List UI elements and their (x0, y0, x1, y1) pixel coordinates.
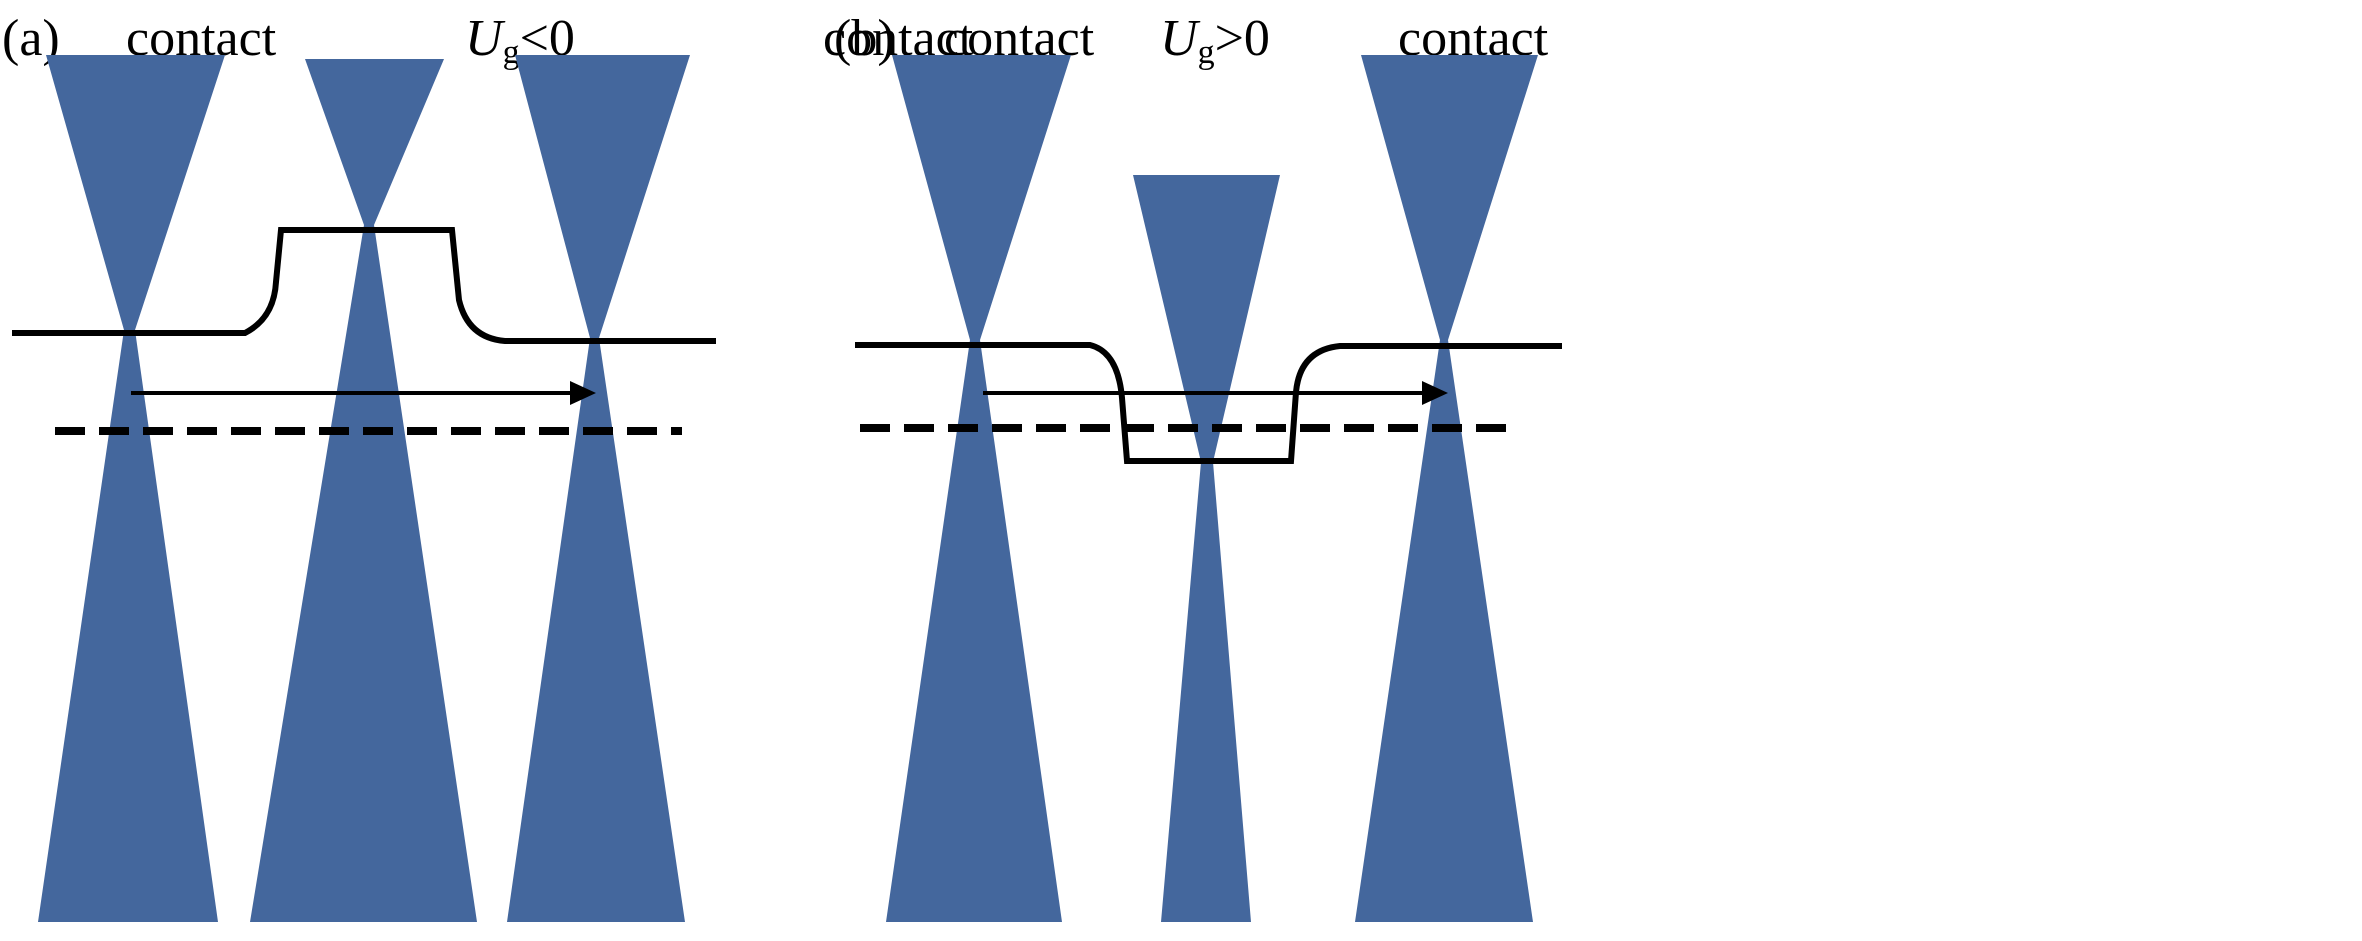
panel-a: (a) contact Ug<0 contact (2, 10, 974, 922)
panel-a-potential-profile (12, 227, 716, 344)
panel-b-gate-relation: >0 (1215, 10, 1270, 67)
panel-b-tag: (b) (834, 10, 895, 67)
panel-a-gate-subscript: g (503, 34, 520, 71)
panel-a-gate-cone (250, 59, 477, 922)
panel-b-left-contact-cone (886, 55, 1071, 922)
panel-b-arrowhead (1422, 381, 1448, 405)
panel-b-gate-cone (1133, 175, 1280, 922)
panel-b-gate-subscript: g (1198, 34, 1215, 71)
panel-b-right-contact-cone (1355, 55, 1538, 922)
panel-a-left-contact-cone (38, 55, 225, 922)
panel-a-right-contact-cone (507, 55, 690, 922)
panel-b-gate-symbol: U (1160, 10, 1201, 67)
panel-a-arrowhead (570, 381, 596, 405)
panel-b-potential-profile (855, 342, 1562, 464)
panel-a-gate-symbol: U (465, 10, 506, 67)
panel-b: (b) contact Ug>0 contact (834, 10, 1562, 922)
panel-b-gate-label: Ug>0 (1160, 10, 1270, 71)
